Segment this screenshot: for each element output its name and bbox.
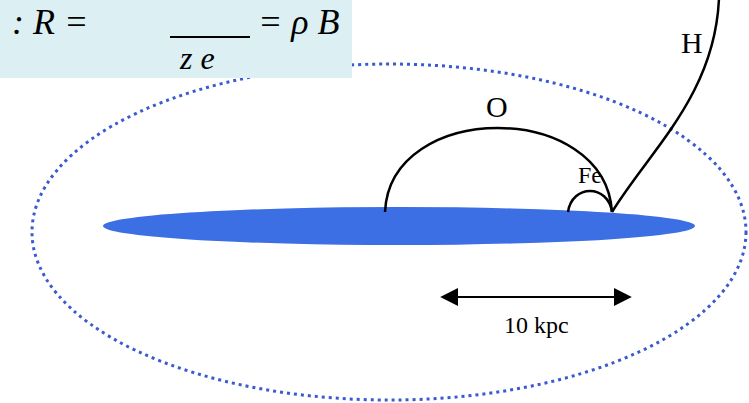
element-label: H — [681, 28, 703, 58]
galactic-disk — [103, 207, 695, 245]
scale-arrow — [442, 296, 630, 298]
formula-box: : R = z e = ρ B — [0, 0, 352, 78]
oxygen-trajectory — [385, 128, 612, 212]
formula-text: z e — [180, 42, 215, 74]
formula-text: : R = — [12, 4, 88, 40]
hydrogen-trajectory — [612, 0, 719, 212]
element-label: Fe — [578, 163, 602, 187]
formula-text: = ρ B — [258, 4, 340, 40]
scale-label: 10 kpc — [504, 313, 569, 337]
halo-ellipse — [32, 64, 746, 400]
iron-trajectory — [568, 191, 612, 212]
element-label: O — [486, 92, 508, 122]
